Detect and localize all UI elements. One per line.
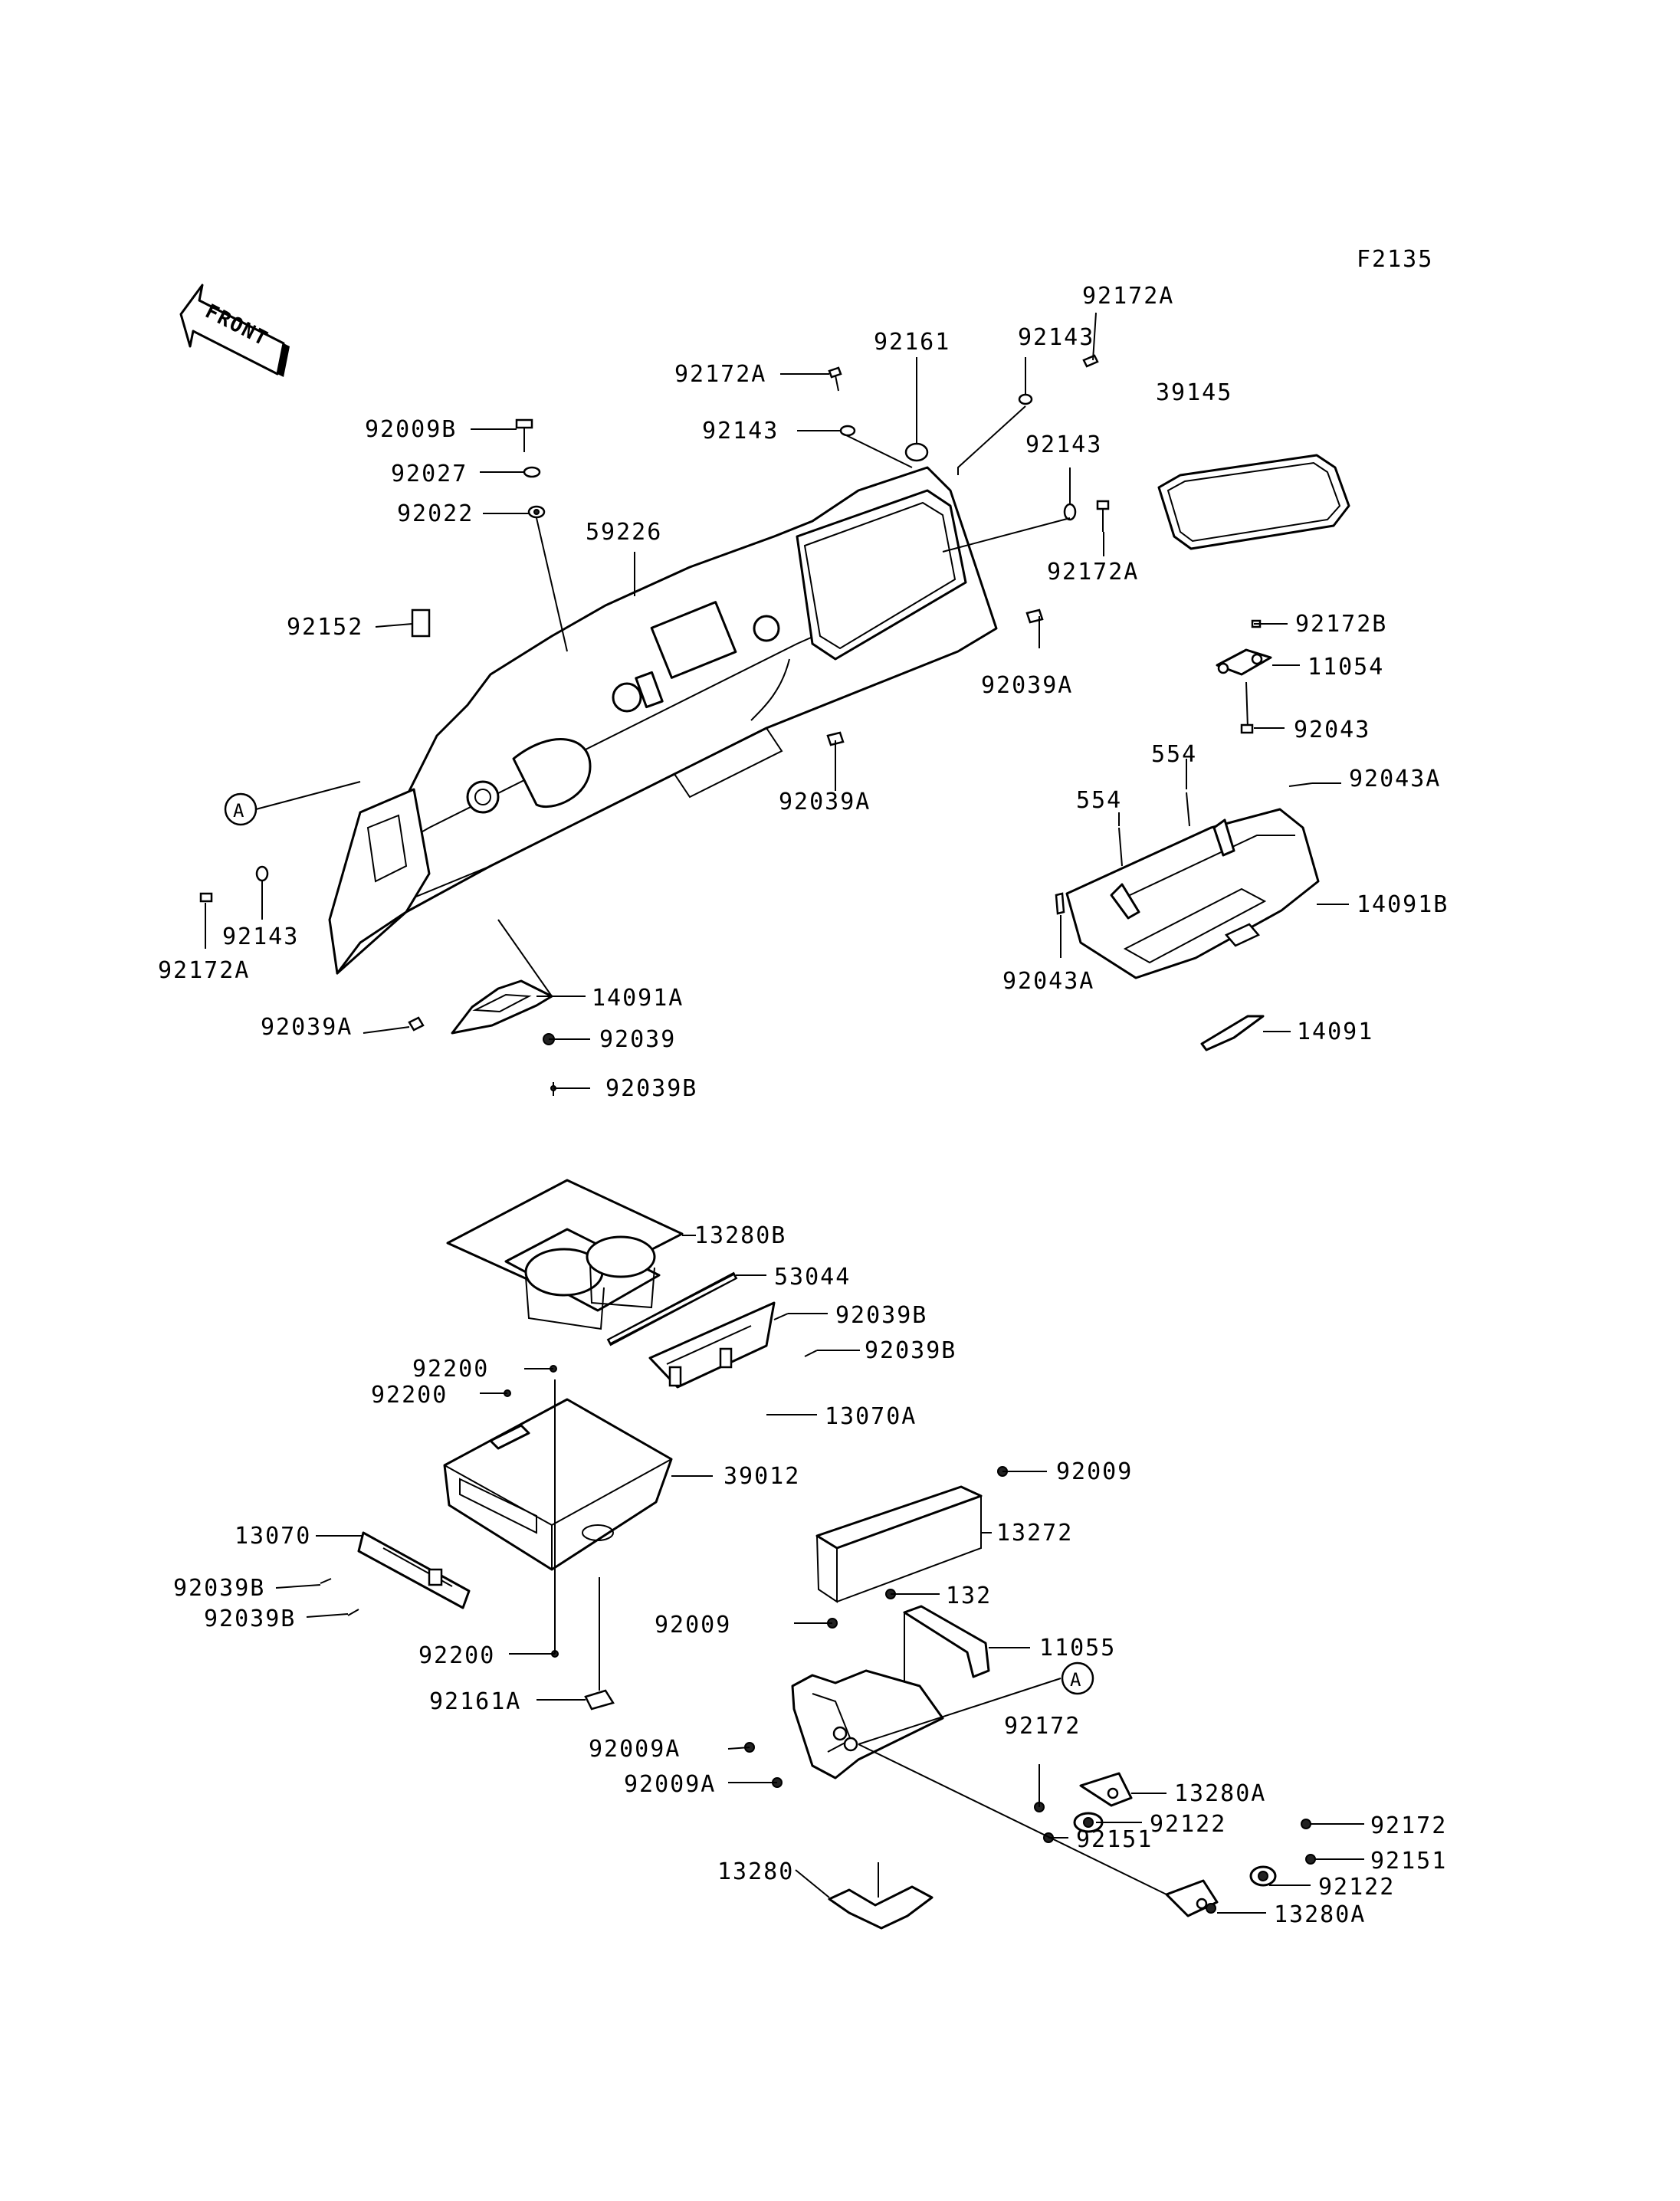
bracket-11054 — [1216, 619, 1272, 734]
label-13280A-2: 13280A — [1274, 1901, 1366, 1928]
storage-box-39012 — [443, 1398, 673, 1571]
label-92039: 92039 — [599, 1026, 676, 1053]
cover-14091A — [451, 979, 553, 1035]
bracket-assembly — [791, 1669, 944, 1779]
label-92122-1: 92122 — [1150, 1811, 1226, 1838]
label-554-1: 554 — [1151, 741, 1197, 768]
label-92022: 92022 — [397, 500, 474, 527]
label-92039B-4: 92039B — [173, 1575, 265, 1602]
label-92200-3: 92200 — [418, 1642, 495, 1669]
label-92039A-1: 92039A — [981, 672, 1073, 699]
bracket-13280A-lower — [1165, 1879, 1219, 1917]
label-92043: 92043 — [1294, 717, 1370, 743]
label-554-2: 554 — [1076, 787, 1122, 814]
label-92143-2: 92143 — [702, 418, 779, 444]
label-13280: 13280 — [717, 1858, 794, 1885]
label-92039B-1: 92039B — [605, 1075, 697, 1102]
label-53044: 53044 — [774, 1264, 851, 1291]
rail-13070 — [357, 1531, 471, 1609]
figure-code: F2135 — [1357, 246, 1433, 273]
label-92172A-4: 92172A — [158, 957, 250, 984]
label-13070A: 13070A — [825, 1403, 917, 1430]
label-14091: 14091 — [1297, 1018, 1373, 1045]
rod-53044 — [606, 1271, 738, 1347]
bracket-11055 — [903, 1605, 990, 1694]
label-13280B: 13280B — [694, 1222, 786, 1249]
bracket-13280A-upper — [1079, 1772, 1133, 1807]
label-11055: 11055 — [1039, 1635, 1116, 1661]
part-labels-upper: 92172A 92161 92143 92172A 92143 39145 92… — [158, 283, 1449, 1053]
label-13280A-1: 13280A — [1174, 1780, 1266, 1807]
rail-13070A — [648, 1301, 776, 1389]
part-labels-lower: 92039B 13280B 53044 92039B 92039B 92200 … — [173, 1075, 1447, 1928]
label-92200-1: 92200 — [412, 1356, 489, 1383]
label-92039A-2: 92039A — [779, 789, 871, 815]
label-92172-2: 92172 — [1370, 1812, 1447, 1839]
label-92039B-5: 92039B — [204, 1606, 296, 1632]
label-92009B: 92009B — [365, 416, 457, 443]
label-92039A-3: 92039A — [261, 1014, 353, 1041]
label-92200-2: 92200 — [371, 1382, 448, 1409]
label-92151-2: 92151 — [1370, 1848, 1447, 1875]
ref-marker-a-lower: A — [1061, 1661, 1094, 1695]
plate-13272 — [815, 1485, 983, 1603]
ref-marker-a-upper: A — [224, 792, 258, 826]
label-92009-1: 92009 — [1056, 1458, 1133, 1485]
front-arrow-icon: FRONT — [179, 284, 290, 377]
label-11054: 11054 — [1308, 654, 1384, 681]
label-92172A-3: 92172A — [1047, 559, 1139, 586]
label-59226: 59226 — [586, 519, 662, 546]
label-14091A: 14091A — [592, 985, 684, 1012]
glovebox-lid-14091B — [1055, 782, 1320, 979]
label-92172B: 92172B — [1295, 611, 1387, 638]
label-92172-1: 92172 — [1004, 1713, 1081, 1740]
label-132: 132 — [946, 1583, 992, 1609]
latch-14091 — [1200, 1015, 1265, 1051]
label-92143-4: 92143 — [222, 923, 299, 950]
label-92043A-1: 92043A — [1349, 766, 1441, 792]
label-39012: 39012 — [724, 1463, 800, 1490]
label-92143-1: 92143 — [1018, 324, 1094, 351]
label-92172A-2: 92172A — [674, 361, 766, 388]
label-92027: 92027 — [391, 461, 468, 487]
label-92152: 92152 — [287, 614, 363, 641]
label-92009A-1: 92009A — [589, 1736, 681, 1763]
svg-text:A: A — [233, 800, 245, 822]
leader-lines — [205, 357, 1364, 1914]
dash-panel-59226 — [328, 466, 998, 975]
seal-39145 — [1157, 454, 1350, 550]
svg-text:A: A — [1070, 1669, 1082, 1691]
label-92043A-2: 92043A — [1002, 968, 1094, 995]
label-92039B-3: 92039B — [865, 1337, 956, 1364]
label-13272: 13272 — [996, 1520, 1073, 1547]
cupholder-tray-13280B — [446, 1179, 684, 1330]
label-92009-2: 92009 — [655, 1612, 731, 1638]
label-13070: 13070 — [235, 1523, 311, 1550]
upper-hardware — [199, 312, 1110, 1045]
label-39145: 39145 — [1156, 379, 1232, 406]
label-14091B: 14091B — [1357, 891, 1449, 918]
label-92172A-1: 92172A — [1082, 283, 1174, 310]
label-92009A-2: 92009A — [624, 1771, 716, 1798]
bracket-13280 — [828, 1885, 934, 1930]
label-92122-2: 92122 — [1318, 1874, 1395, 1901]
label-92161A: 92161A — [429, 1688, 521, 1715]
label-92151-1: 92151 — [1076, 1826, 1153, 1853]
label-92143-3: 92143 — [1025, 431, 1102, 458]
label-92161: 92161 — [874, 329, 950, 356]
label-92039B-2: 92039B — [835, 1302, 927, 1329]
